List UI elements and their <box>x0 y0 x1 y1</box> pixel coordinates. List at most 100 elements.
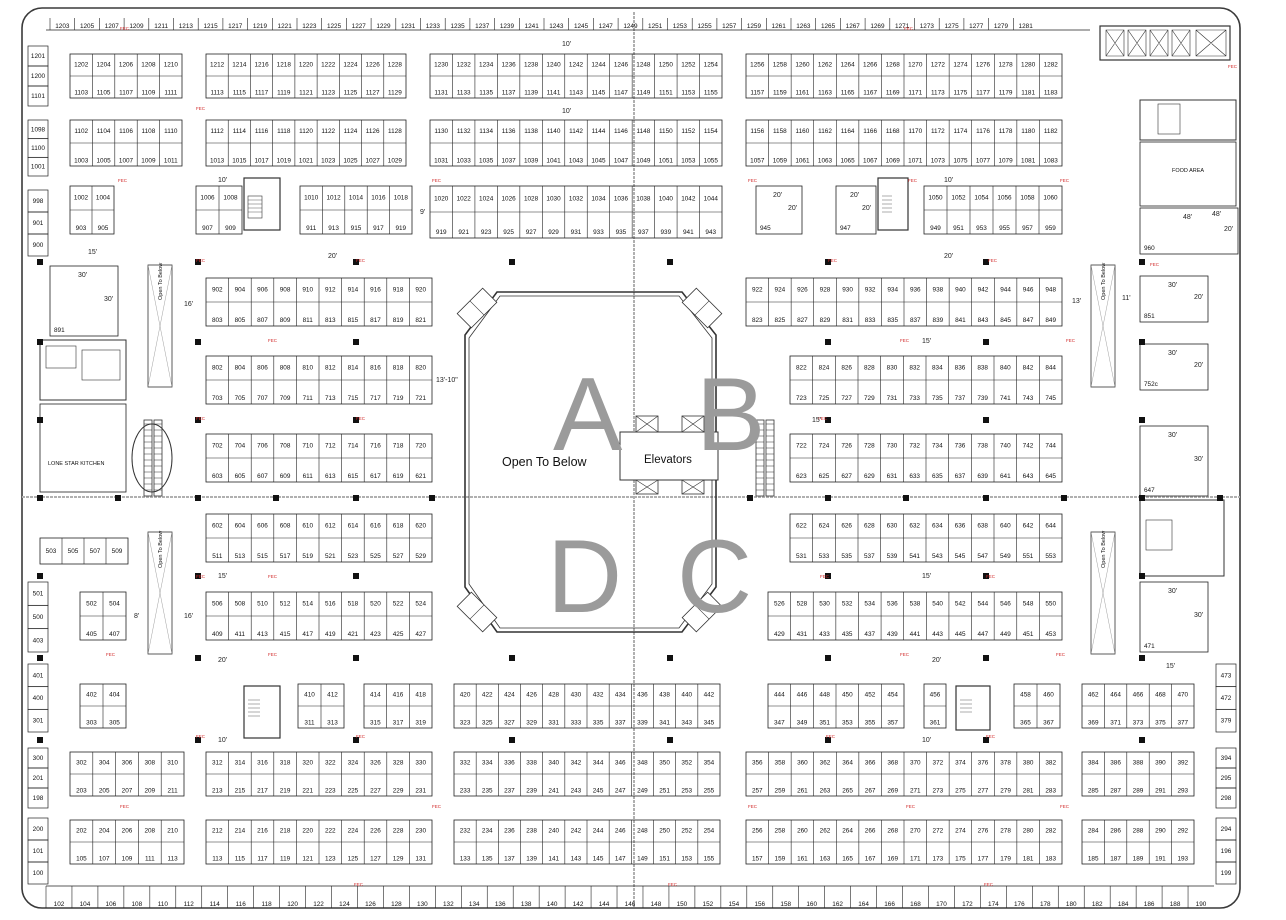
booth-number: 405 <box>86 631 97 638</box>
booth-number: 512 <box>280 600 291 607</box>
structural-column-marker <box>195 339 201 345</box>
dimension-label: 9' <box>420 209 425 216</box>
booth-number: 268 <box>887 827 898 834</box>
booth-number: 539 <box>887 553 898 560</box>
structural-column-marker <box>353 495 359 501</box>
booth-number: 124 <box>339 901 350 908</box>
booth-number: 166 <box>884 901 895 908</box>
booth-block <box>205 513 433 563</box>
booth-number: 384 <box>1088 759 1099 766</box>
booth-number: 1140 <box>547 128 561 135</box>
booth-number: 1222 <box>321 61 336 68</box>
booth-number: 1233 <box>426 23 441 30</box>
booth-number: 223 <box>325 787 336 794</box>
booth-number: 376 <box>978 759 989 766</box>
booth-number: 170 <box>936 901 947 908</box>
booth-number: 1028 <box>524 196 539 203</box>
fire-extinguisher-cabinet-tag: FEC <box>986 574 996 579</box>
booth-number: 358 <box>775 759 786 766</box>
booth-number: 1147 <box>614 89 628 96</box>
booth-number: 445 <box>955 631 966 638</box>
booth-number: 833 <box>865 317 876 324</box>
booth-number: 171 <box>910 855 921 862</box>
booth-number: 609 <box>280 473 291 480</box>
booth-number: 142 <box>573 901 584 908</box>
booth-number: 108 <box>132 901 143 908</box>
booth-number: 109 <box>122 855 133 862</box>
booth-number: 193 <box>1177 855 1188 862</box>
booth-number: 255 <box>704 787 715 794</box>
booth-number: 409 <box>212 631 223 638</box>
booth-number: 1178 <box>999 128 1013 135</box>
booth-number: 330 <box>415 759 426 766</box>
booth-number: 1137 <box>502 89 516 96</box>
booth-number: 149 <box>637 855 648 862</box>
booth-number: 435 <box>842 631 853 638</box>
booth-number: 914 <box>348 286 359 293</box>
booth-number: 1033 <box>457 157 472 164</box>
booth-number: 842 <box>1023 364 1034 371</box>
booth-number: 903 <box>76 225 87 232</box>
booth-number: 1034 <box>591 196 606 203</box>
fire-extinguisher-cabinet-tag: FEC <box>196 734 206 739</box>
svg-text:30': 30' <box>1168 350 1177 357</box>
perimeter-booth-column <box>27 189 49 257</box>
booth-number: 377 <box>1177 719 1188 726</box>
booth-number: 441 <box>910 631 921 638</box>
booth-number: 450 <box>842 691 853 698</box>
fire-extinguisher-cabinet-tag: FEC <box>1056 652 1066 657</box>
booth-number: 526 <box>774 600 785 607</box>
booth-number: 714 <box>348 442 359 449</box>
booth-number: 150 <box>677 901 688 908</box>
structural-column-marker <box>825 259 831 265</box>
booth-number: 1138 <box>524 128 538 135</box>
booth-number: 105 <box>76 855 87 862</box>
open-to-below-vertical-label-2: Open To Below <box>158 531 164 568</box>
fire-extinguisher-cabinet-tag: FEC <box>668 882 678 887</box>
booth-number: 374 <box>955 759 966 766</box>
booth-number: 707 <box>257 395 268 402</box>
structural-column-marker <box>983 655 989 661</box>
structural-column-marker <box>1139 737 1145 743</box>
booth-number: 228 <box>393 827 404 834</box>
booth-number: 616 <box>370 522 381 529</box>
booth-number: 191 <box>1155 855 1166 862</box>
booth-number: 1056 <box>997 194 1012 201</box>
structural-column-marker <box>983 259 989 265</box>
booth-number: 437 <box>864 631 875 638</box>
booth-number: 521 <box>325 553 336 560</box>
booth-number: 189 <box>1133 855 1144 862</box>
booth-number: 500 <box>33 614 44 621</box>
booth-number: 1132 <box>457 128 471 135</box>
booth-number: 210 <box>167 827 178 834</box>
booth-number: 1055 <box>704 157 719 164</box>
service-core-east <box>1139 499 1225 577</box>
structural-column-marker <box>1139 655 1145 661</box>
booth-number: 1014 <box>349 194 364 201</box>
booth-number: 417 <box>302 631 313 638</box>
booth-number: 1215 <box>203 23 218 30</box>
booth-number: 624 <box>819 522 830 529</box>
booth-number: 275 <box>955 787 966 794</box>
booth-number: 138 <box>521 901 532 908</box>
structural-column-marker <box>195 737 201 743</box>
booth-number: 1116 <box>255 128 269 135</box>
booth-number: 460 <box>1043 691 1054 698</box>
booth-number: 702 <box>212 442 223 449</box>
booth-number: 1038 <box>636 196 651 203</box>
booth-number: 1054 <box>974 194 989 201</box>
booth-number: 101 <box>33 848 44 855</box>
booth-number: 324 <box>348 759 359 766</box>
booth-number: 140 <box>547 901 558 908</box>
booth-block <box>745 119 1063 167</box>
booth-number: 1143 <box>569 89 583 96</box>
booth-number: 147 <box>615 855 626 862</box>
dimension-label: 10' <box>944 177 953 184</box>
booth-number: 953 <box>976 225 987 232</box>
booth-number: 175 <box>955 855 966 862</box>
booth-block <box>297 683 345 729</box>
booth-number: 629 <box>864 473 875 480</box>
booth-number: 1262 <box>818 61 833 68</box>
structural-column-marker <box>747 495 753 501</box>
booth-number: 1253 <box>673 23 688 30</box>
